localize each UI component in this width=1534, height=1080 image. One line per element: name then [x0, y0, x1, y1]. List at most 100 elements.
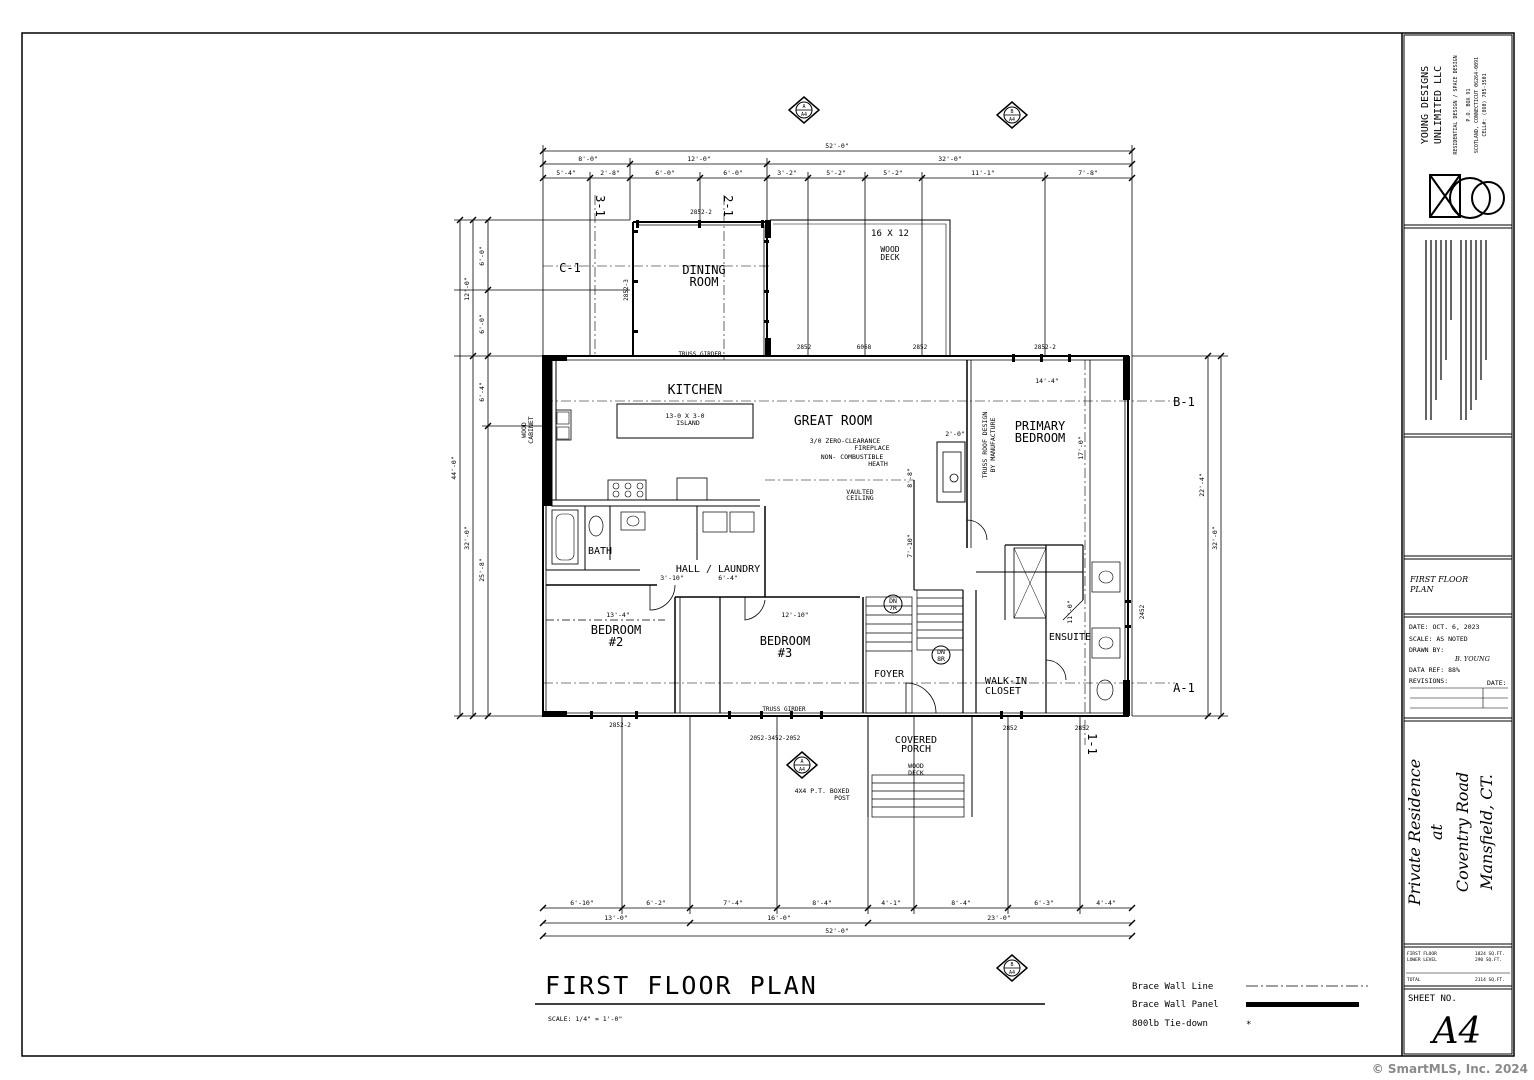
sheet-name-2: PLAN — [1409, 585, 1434, 594]
wood-deck-porch: WOOD — [908, 762, 924, 770]
dim-left-row: 25'-8" — [478, 558, 486, 581]
ceiling-label: CEILING — [846, 494, 873, 502]
heath-note-2: HEATH — [868, 460, 888, 468]
room-dim: 13'-4" — [606, 611, 629, 619]
legend-brace-line: Brace Wall Line — [1132, 982, 1213, 992]
dim-top-row: 11'-1" — [971, 169, 994, 177]
stair-dn-count-2: 8R — [937, 655, 945, 663]
dim-right-total: 32'-0" — [1211, 526, 1219, 549]
title-block-frame — [1403, 34, 1513, 1055]
dim-top-left: 8'-0" — [578, 155, 598, 163]
legend: Brace Wall Line Brace Wall Panel 800lb T… — [1132, 982, 1368, 1030]
room-dim: 14'-4" — [1035, 377, 1058, 385]
firm-text: YOUNG DESIGNS UNLIMITED LLC RESIDENTIAL … — [1420, 55, 1488, 154]
bedroom-2-label: BEDROOM — [591, 623, 642, 637]
room-labels: DINING ROOM KITCHEN 13-0 X 3-0 ISLAND GR… — [588, 229, 1091, 802]
dim-left-row: 6'-4" — [478, 382, 486, 402]
dining-room-label: DINING — [682, 263, 725, 277]
section-mark-a1: A-1 — [1173, 681, 1195, 695]
dim-top-row: 6'-0" — [723, 169, 743, 177]
dim-bottom-row: 8'-4" — [812, 899, 832, 907]
legend-tiedown: 800lb Tie-down — [1132, 1019, 1208, 1029]
room-dim: 7'-10" — [906, 534, 914, 557]
section-mark-31: 3-1 — [593, 195, 607, 217]
dim-bottom-row: 6'-10" — [570, 899, 593, 907]
section-mark-c1: C-1 — [559, 261, 581, 275]
room-dim: 12'-10" — [781, 611, 808, 619]
dim-bottom-row: 4'-1" — [881, 899, 901, 907]
cabinet-note: WOOD — [520, 422, 528, 438]
project-line-3: Coventry Road — [1453, 772, 1472, 892]
area-total-value: 2114 SQ.FT. — [1475, 977, 1505, 983]
section-marks: C-1 B-1 A-1 3-1 2-1 1-1 — [559, 195, 1195, 755]
room-dim: 2'-0" — [945, 430, 965, 438]
section-mark-b1: B-1 — [1173, 395, 1195, 409]
marker-top: A — [802, 104, 805, 110]
window-label: 2852 — [1003, 725, 1018, 732]
revisions-date-label: DATE: — [1487, 679, 1507, 687]
window-label: 2852 — [797, 344, 812, 351]
marker-top: B — [1010, 109, 1013, 115]
wood-deck-label: WOOD — [880, 245, 899, 254]
legend-brace-panel: Brace Wall Panel — [1132, 1000, 1219, 1010]
firm-address-1: P.O. BOX 91 — [1466, 88, 1472, 121]
bedroom-2-number: #2 — [609, 635, 623, 649]
walk-in-label: WALK-IN — [985, 676, 1027, 687]
wood-deck-label-2: DECK — [880, 253, 899, 262]
dim-top-row: 7'-8" — [1078, 169, 1098, 177]
room-dim: 11'-0" — [1066, 600, 1074, 623]
sheet-info: FIRST FLOOR PLAN DATE: OCT. 6, 2023 SCAL… — [1409, 575, 1507, 687]
truss-girder-bottom: TRUSS GIRDER — [762, 706, 806, 713]
firm-name-2: UNLIMITED LLC — [1433, 66, 1444, 144]
vertical-dimension-labels: 44'-0" 12'-0" 32'-0" 6'-0" 6'-0" 6'-4" 2… — [450, 246, 1219, 582]
bedroom-3-number: #3 — [778, 646, 792, 660]
dim-left-top: 12'-0" — [463, 277, 471, 300]
dim-top-row: 5'-2" — [883, 169, 903, 177]
area-first-floor-value: 1824 SQ.FT. — [1475, 951, 1505, 957]
window-marks — [590, 220, 1131, 719]
window-label: 2852 — [913, 344, 928, 351]
legend-tiedown-symbol: * — [1246, 1020, 1251, 1030]
sheet-date: DATE: OCT. 6, 2023 — [1409, 623, 1480, 631]
dim-bottom-row: 8'-4" — [951, 899, 971, 907]
stair-dn-label: DN — [889, 597, 897, 605]
copyright-notice: © SmartMLS, Inc. 2024 — [1371, 1062, 1528, 1076]
covered-porch-label-2: PORCH — [901, 744, 931, 755]
window-label: 2052-3452-2052 — [750, 735, 801, 742]
wood-deck-porch-2: DECK — [908, 769, 924, 777]
dimension-ticks — [456, 147, 1225, 940]
sheet-no-value: A4 — [1430, 1011, 1482, 1052]
project-line-1: Private Residence — [1405, 759, 1424, 906]
firm-name: YOUNG DESIGNS — [1420, 66, 1431, 144]
section-marker-b-bottom: B A4 — [995, 954, 1029, 982]
room-dim: 3'-10" — [660, 574, 683, 582]
revisions-label: REVISIONS: — [1409, 677, 1448, 685]
room-dim: 17'-0" — [1077, 436, 1085, 459]
dim-left-row: 6'-0" — [478, 246, 486, 266]
legend-brace-panel-swatch — [1246, 1002, 1359, 1007]
window-label: 2852-2 — [609, 722, 631, 729]
section-marker-b-top: B A4 — [995, 101, 1029, 129]
dim-bottom-mid: 13'-0" — [604, 914, 627, 922]
room-dimensions: 13'-4" 12'-10" 14'-4" 17'-0" 11'-0" 3'-1… — [606, 377, 1085, 624]
marker-bottom: A4 — [801, 112, 807, 118]
closet-label: CLOSET — [985, 686, 1021, 697]
dim-top-right: 32'-0" — [938, 155, 961, 163]
stair-dn-count: 7R — [889, 604, 897, 612]
area-summary: FIRST FLOOR 1824 SQ.FT. LOWER LEVEL 290 … — [1407, 951, 1505, 983]
dim-top-row: 6'-0" — [655, 169, 675, 177]
window-labels: 2852-2 2852-3 2852 6068 2852 2852-2 2852… — [609, 209, 1146, 742]
vaulted-label: VAULTED — [846, 488, 873, 496]
area-lower-level-value: 290 SQ.FT. — [1475, 957, 1502, 963]
window-label: 2852-3 — [623, 279, 630, 301]
island-label-2: ISLAND — [676, 419, 700, 427]
plan-title: FIRST FLOOR PLAN — [545, 971, 818, 1000]
section-marker-a-top: A A4 — [787, 96, 821, 124]
box-post-label-2: POST — [834, 794, 850, 802]
dim-top-row: 5'-2" — [826, 169, 846, 177]
general-notes — [1425, 240, 1487, 420]
marker-bottom: A4 — [799, 767, 805, 773]
dim-bottom-row: 6'-2" — [646, 899, 666, 907]
box-post-label: 4X4 P.T. BOXED — [795, 787, 850, 795]
